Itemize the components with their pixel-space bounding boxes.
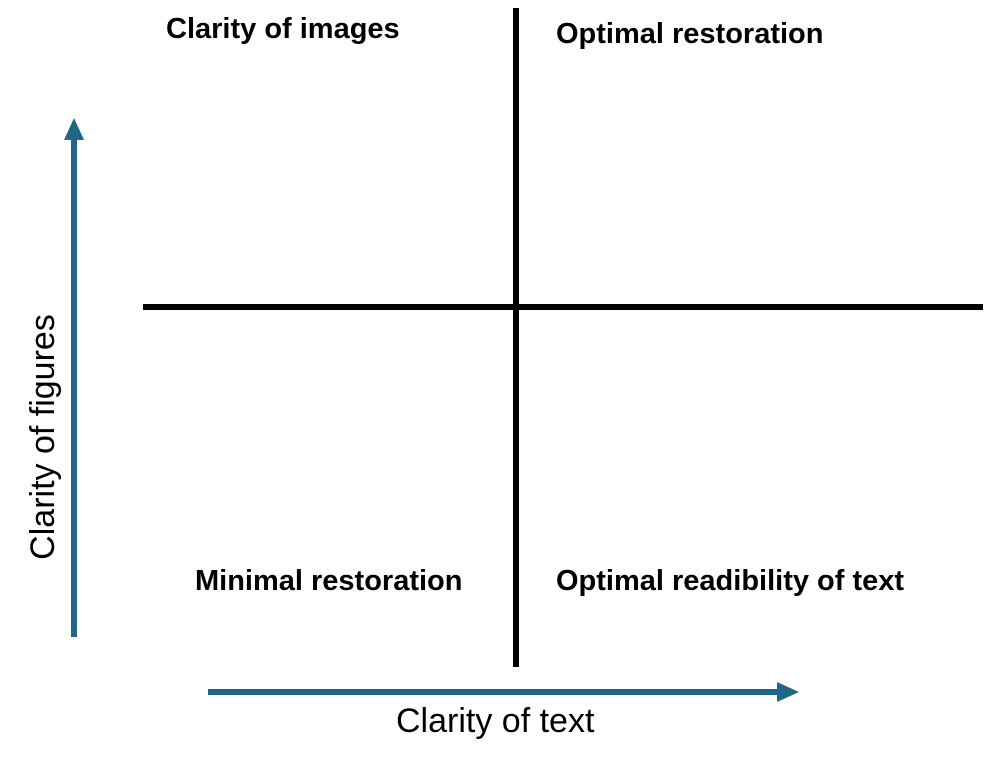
y-axis-title: Clarity of figures (24, 314, 62, 560)
x-axis-arrow (208, 682, 799, 702)
quadrant-label-bottom-right: Optimal readibility of text (556, 565, 905, 597)
quadrant-label-top-left: Clarity of images (166, 13, 400, 45)
x-axis-title: Clarity of text (396, 702, 595, 740)
y-axis-arrow (64, 118, 84, 637)
quadrant-label-top-right: Optimal restoration (556, 18, 824, 50)
quadrant-label-bottom-left: Minimal restoration (195, 565, 463, 597)
